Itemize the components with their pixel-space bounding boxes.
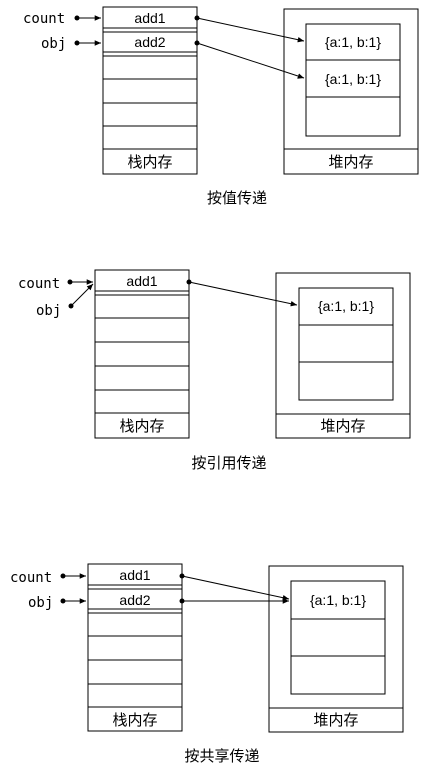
heap-cell-object-1: {a:1, b:1} [325,34,381,50]
stack-frame [87,563,183,732]
heap-frame [283,8,419,175]
stack-cell-add2: add2 [134,34,165,50]
heap-object-box [298,287,394,401]
arrow-add2-to-object-2 [196,42,305,79]
heap-label: 堆内存 [313,711,358,729]
arrow-add1-to-object-1 [196,17,305,43]
heap-object-box [305,23,401,137]
heap-object-box [290,580,386,695]
caption: 按值传递 [207,189,267,207]
stack-memory: add1 栈内存 [94,269,190,439]
stack-memory: add1 add2 栈内存 [87,563,183,732]
stack-cell-add1: add1 [126,273,157,289]
stack-cell-add2: add2 [119,592,150,608]
var-count-label: count [18,276,60,292]
diagram-pass-by-sharing: count obj add1 add2 栈内存 {a:1, b:1} [10,563,404,765]
var-obj-label: obj [36,303,61,319]
heap-label: 堆内存 [320,417,365,435]
stack-label: 栈内存 [127,153,172,171]
heap-memory: {a:1, b:1} {a:1, b:1} 堆内存 [283,8,419,175]
stack-frame [94,269,190,439]
stack-cell-add1: add1 [134,10,165,26]
heap-memory: {a:1, b:1} 堆内存 [275,272,411,439]
heap-cell-object-2: {a:1, b:1} [325,71,381,87]
heap-cell-object-1: {a:1, b:1} [310,592,366,608]
caption: 按引用传递 [191,454,266,472]
heap-frame [275,272,411,439]
arrow-add1-to-object-1 [181,575,290,601]
caption: 按共享传递 [184,747,259,765]
heap-memory: {a:1, b:1} 堆内存 [268,565,404,733]
diagram-pass-by-reference: count obj add1 栈内存 {a:1, b:1} 堆内存 [18,269,411,472]
var-count-label: count [10,570,52,586]
stack-memory: add1 add2 栈内存 [102,6,198,175]
var-count-label: count [23,11,65,27]
stack-cell-add1: add1 [119,567,150,583]
heap-cell-object-1: {a:1, b:1} [318,298,374,314]
arrow-obj-to-add1 [70,283,94,307]
heap-frame [268,565,404,733]
arrow-add1-to-object-1 [188,281,298,307]
var-obj-label: obj [41,36,66,52]
stack-label: 栈内存 [119,417,164,435]
heap-label: 堆内存 [328,153,373,171]
var-obj-label: obj [28,595,53,611]
diagram-pass-by-value: count obj add1 add2 栈内存 {a: [23,6,419,207]
stack-label: 栈内存 [112,711,157,729]
stack-frame [102,6,198,175]
